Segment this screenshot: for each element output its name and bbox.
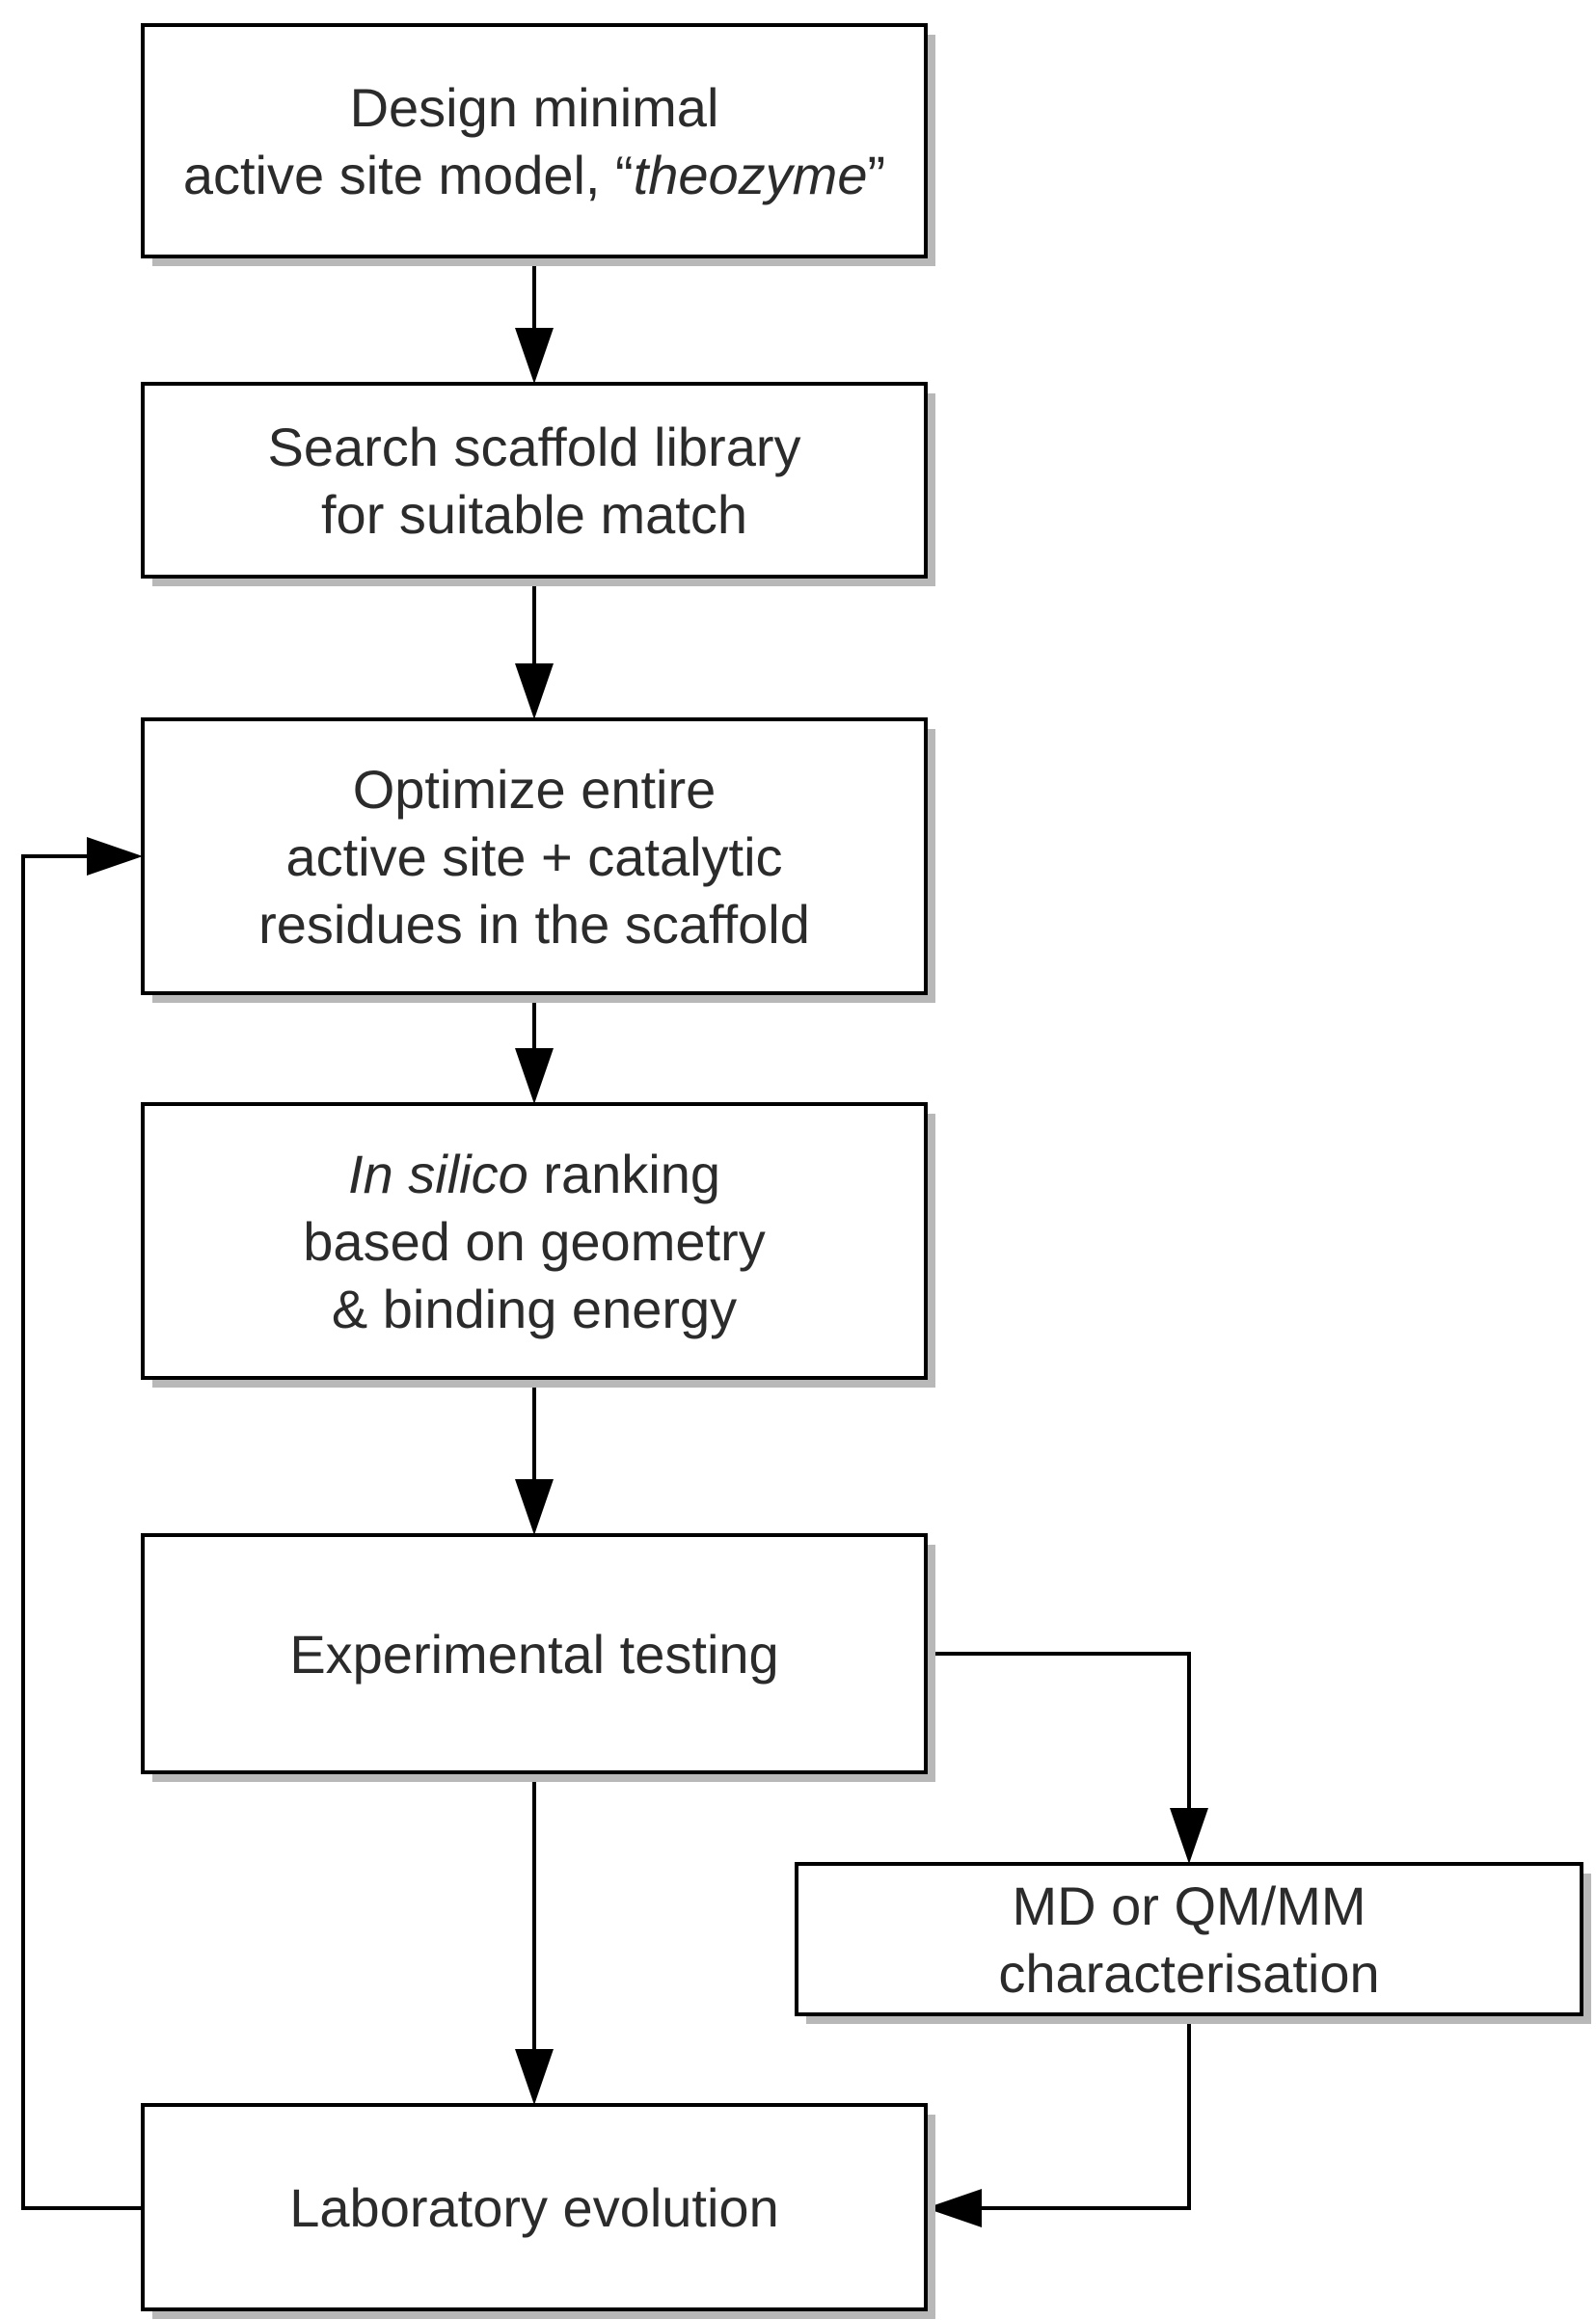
node-label-line: & binding energy [332,1279,737,1339]
node-box [141,2103,928,2311]
text-segment: residues in the scaffold [258,894,810,955]
arrowhead-icon [926,2189,982,2227]
node-label-line: MD or QM/MM [1012,1875,1366,1936]
node-box [795,1862,1583,2016]
text-segment: for suitable match [321,484,747,545]
node-box [141,382,928,579]
italic-text-segment: theozyme [634,145,868,205]
text-segment: active site + catalytic [285,826,782,887]
text-segment: ranking [528,1144,720,1204]
edge-in-silico-ranking-to-experimental-testing [515,1378,554,1535]
arrowhead-icon [515,1479,554,1535]
text-segment: Laboratory evolution [289,2177,778,2238]
node-design-theozyme: Design minimal active site model, “theozy… [141,23,935,266]
node-label-line: active site model, “theozyme” [183,145,885,205]
arrowhead-icon [515,2049,554,2105]
text-segment: Search scaffold library [268,417,801,477]
arrowhead-icon [1170,1808,1208,1864]
italic-text-segment: In silico [348,1144,528,1204]
text-segment: & binding energy [332,1279,737,1339]
node-label-line: active site + catalytic [285,826,782,887]
arrowhead-icon [515,663,554,719]
node-label-line: Experimental testing [289,1624,778,1685]
arrowhead-icon [87,837,143,876]
edge-line [982,2014,1191,2210]
edge-line [21,854,143,2210]
text-segment: Experimental testing [289,1624,778,1685]
node-in-silico-ranking: In silico ranking based on geometry & bind… [141,1102,935,1388]
edge-line [926,1652,1191,1808]
edge-optimize-active-site-to-in-silico-ranking [515,993,554,1104]
node-label-line: In silico ranking [348,1144,720,1204]
node-label-line: characterisation [998,1943,1379,2004]
text-segment: characterisation [998,1943,1379,2004]
nodes-layer: Design minimal active site model, “theozy… [141,23,1591,2319]
node-label-line: Search scaffold library [268,417,801,477]
node-label-line: Optimize entire [353,759,717,820]
node-box [141,1533,928,1774]
node-md-qmmm: MD or QM/MM characterisation [795,1862,1591,2024]
node-box [141,23,928,258]
node-experimental-testing: Experimental testing [141,1533,935,1782]
text-segment: active site model, “ [183,145,634,205]
node-laboratory-evolution: Laboratory evolution [141,2103,935,2319]
arrowhead-icon [515,1048,554,1104]
arrowhead-icon [515,328,554,384]
node-box [141,1102,928,1380]
text-segment: Design minimal [350,77,719,138]
node-search-scaffold: Search scaffold library for suitable matc… [141,382,935,586]
text-segment: based on geometry [303,1211,765,1272]
edge-laboratory-evolution-to-optimize-active-site [21,837,143,2210]
node-label-line: for suitable match [321,484,747,545]
edges-layer [21,256,1208,2227]
edge-md-qmmm-to-laboratory-evolution [926,2014,1191,2227]
text-segment: Optimize entire [353,759,717,820]
text-segment: MD or QM/MM [1012,1875,1366,1936]
edge-design-theozyme-to-search-scaffold [515,256,554,384]
node-label-line: based on geometry [303,1211,765,1272]
node-label-line: Design minimal [350,77,719,138]
edge-experimental-testing-to-laboratory-evolution [515,1772,554,2105]
node-label-line: residues in the scaffold [258,894,810,955]
node-label-line: Laboratory evolution [289,2177,778,2238]
edge-search-scaffold-to-optimize-active-site [515,577,554,719]
node-box [141,717,928,995]
edge-experimental-testing-to-md-qmmm [926,1652,1208,1864]
text-segment: ” [867,145,885,205]
